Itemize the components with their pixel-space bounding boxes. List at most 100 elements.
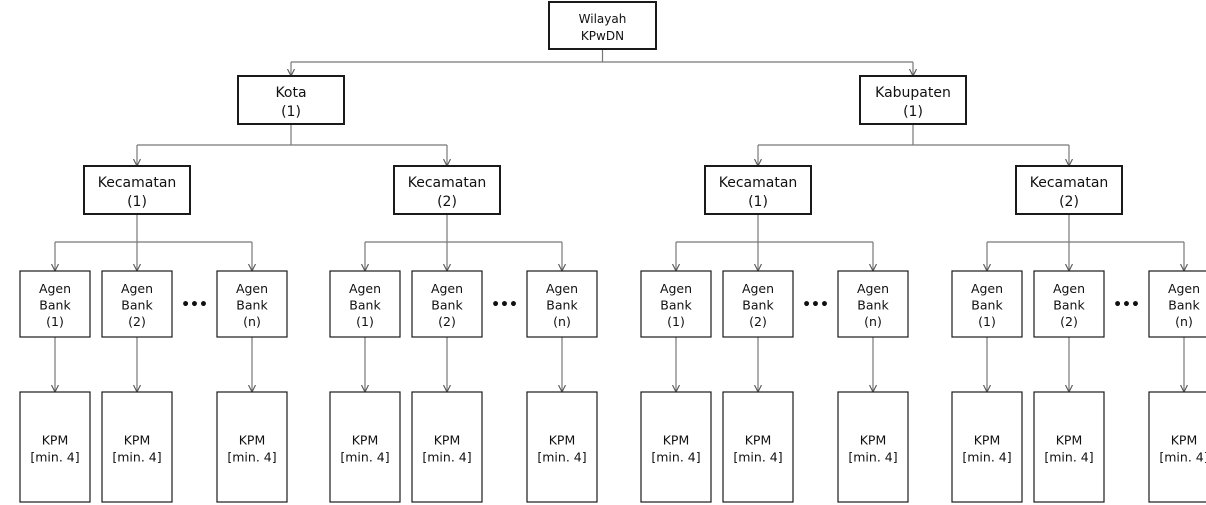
- kecamatan-node-2-1-box: [704, 165, 812, 215]
- root-node-box: [548, 1, 657, 50]
- region-node-2-box: [859, 75, 967, 125]
- kpm-node-2-1-3-label-1: KPM: [860, 432, 887, 447]
- kecamatan-node-2-2-label-2: (2): [1059, 194, 1079, 210]
- agent-bank-node-1-2-2-label-3: (2): [438, 314, 456, 329]
- agent-bank-node-2-2-3-box: [1148, 270, 1206, 338]
- agent-bank-node-2-1-2-label-1: Agen: [742, 281, 774, 296]
- kpm-node-2-2-1-box: [951, 391, 1023, 503]
- agent-bank-node-1-1-3-label-1: Agen: [236, 281, 268, 296]
- agent-bank-node-2-2-1-label-2: Bank: [971, 298, 1003, 313]
- kpm-node-2-2-2-box: [1033, 391, 1105, 503]
- kpm-node-1-1-3-box: [216, 391, 288, 503]
- agent-bank-node-1-2-1-label-1: Agen: [349, 281, 381, 296]
- agent-bank-node-2-2-2-box: [1033, 270, 1105, 338]
- kpm-node-2-2-1-label-2: [min. 4]: [962, 449, 1011, 464]
- agent-bank-node-1-1-3-label-3: (n): [243, 314, 261, 329]
- kpm-node-1-2-3-box: [526, 391, 598, 503]
- kpm-node-2-1-2-label-1: KPM: [745, 432, 772, 447]
- agent-bank-node-2-1-3-label-3: (n): [864, 314, 882, 329]
- kpm-node-1-2-1-label-1: KPM: [352, 432, 379, 447]
- agent-bank-node-1-1-2-label-3: (2): [128, 314, 146, 329]
- agent-bank-node-1-2-2-label-1: Agen: [431, 281, 463, 296]
- kecamatan-node-2-2: Kecamatan(2): [1015, 165, 1123, 215]
- kpm-node-1-1-2: KPM[min. 4]: [101, 391, 173, 503]
- kpm-node-1-2-2-label-2: [min. 4]: [422, 449, 471, 464]
- kecamatan-node-1-1: Kecamatan(1): [83, 165, 191, 215]
- agent-bank-node-2-2-2-label-2: Bank: [1053, 298, 1085, 313]
- kpm-node-1-2-1-box: [329, 391, 401, 503]
- agent-bank-node-2-1-2-label-3: (2): [749, 314, 767, 329]
- kpm-node-2-1-3-label-2: [min. 4]: [848, 449, 897, 464]
- kpm-node-1-1-1: KPM[min. 4]: [19, 391, 91, 503]
- kpm-node-1-2-1: KPM [min. 4]: [329, 391, 401, 503]
- agent-bank-node-1-1-1-label-3: (1): [46, 314, 64, 329]
- kpm-node-1-2-2-box: [411, 391, 483, 503]
- agent-bank-node-2-1-3-box: [837, 270, 909, 338]
- ellipsis-indicator: •••: [1113, 297, 1140, 313]
- root-node-label-2: KPwDN: [581, 29, 624, 43]
- kecamatan-node-2-2-box: [1015, 165, 1123, 215]
- kpm-node-1-2-1-label-2: [min. 4]: [340, 449, 389, 464]
- kecamatan-node-1-2: Kecamatan (2): [393, 165, 501, 215]
- kpm-node-2-2-3-box: [1148, 391, 1206, 503]
- kecamatan-node-1-2-label-2: (2): [437, 194, 457, 210]
- agent-bank-node-2-2-3-label-2: Bank: [1168, 298, 1200, 313]
- kpm-node-1-1-3-label-2: [min. 4]: [227, 449, 276, 464]
- kpm-node-2-2-1-label-1: KPM: [974, 432, 1001, 447]
- kpm-node-1-1-1-label-1: KPM: [42, 432, 69, 447]
- agent-bank-node-1-2-1-label-3: (1): [356, 314, 374, 329]
- agent-bank-node-2-1-2-label-2: Bank: [742, 298, 774, 313]
- kpm-node-2-1-2-label-2: [min. 4]: [733, 449, 782, 464]
- kecamatan-node-2-1-label-2: (1): [748, 194, 768, 210]
- agent-bank-node-1-1-2-label-1: Agen: [121, 281, 153, 296]
- kpm-node-1-1-2-box: [101, 391, 173, 503]
- agent-bank-node-2-2-3-label-1: Agen: [1168, 281, 1200, 296]
- kpm-node-1-1-3: KPM[min. 4]: [216, 391, 288, 503]
- kpm-node-2-1-1-box: [640, 391, 712, 503]
- kpm-node-2-2-2: KPM[min. 4]: [1033, 391, 1105, 503]
- agent-bank-node-1-2-2-label-2: Bank: [431, 298, 463, 313]
- agent-bank-node-2-2-2-label-3: (2): [1060, 314, 1078, 329]
- kpm-node-2-1-3: KPM [min. 4]: [837, 391, 909, 503]
- agent-bank-node-2-2-3-label-3: (n): [1175, 314, 1193, 329]
- kpm-node-2-1-2: KPM [min. 4]: [722, 391, 794, 503]
- agent-bank-node-1-1-1-box: [19, 270, 91, 338]
- kpm-node-2-2-1: KPM [min. 4]: [951, 391, 1023, 503]
- kpm-node-1-1-2-label-2: [min. 4]: [112, 449, 161, 464]
- agent-bank-node-1-2-3-label-1: Agen: [546, 281, 578, 296]
- ellipsis-indicator: •••: [181, 297, 208, 313]
- agent-bank-node-1-1-1-label-1: Agen: [39, 281, 71, 296]
- agent-bank-node-2-2-2-label-1: Agen: [1053, 281, 1085, 296]
- region-node-2-label-1: Kabupaten: [875, 85, 951, 101]
- agent-bank-node-2-1-1-label-2: Bank: [660, 298, 692, 313]
- kecamatan-node-2-1: Kecamatan (1): [704, 165, 812, 215]
- root-node-label-1: Wilayah: [579, 12, 627, 26]
- kpm-node-2-1-3-box: [837, 391, 909, 503]
- kpm-node-2-2-2-label-1: KPM: [1056, 432, 1083, 447]
- kpm-node-2-1-1: KPM[min. 4]: [640, 391, 712, 503]
- kecamatan-node-2-1-label-1: Kecamatan: [719, 175, 798, 191]
- kpm-node-2-2-3-label-2: [min. 4]: [1159, 449, 1206, 464]
- agent-bank-node-2-1-3-label-2: Bank: [857, 298, 889, 313]
- kecamatan-node-1-2-label-1: Kecamatan: [408, 175, 487, 191]
- agent-bank-node-1-2-3-label-3: (n): [553, 314, 571, 329]
- kpm-node-1-2-3: KPM[min. 4]: [526, 391, 598, 503]
- agent-bank-node-2-1-1-box: [640, 270, 712, 338]
- kecamatan-node-1-1-box: [83, 165, 191, 215]
- agent-bank-node-1-1-2-box: [101, 270, 173, 338]
- region-node-1-box: [237, 75, 345, 125]
- region-node-1-label-2: (1): [281, 104, 301, 120]
